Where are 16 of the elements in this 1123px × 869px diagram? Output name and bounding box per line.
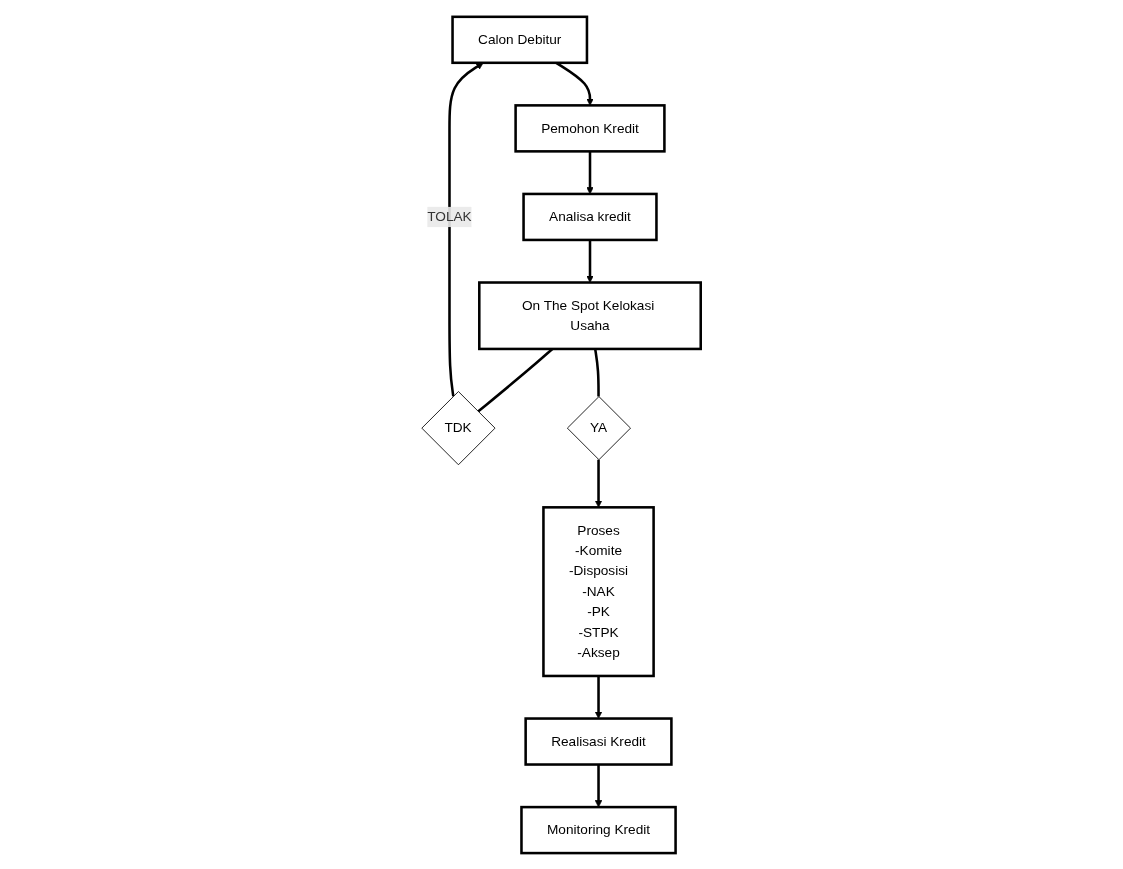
edge-label: TOLAK	[427, 208, 472, 224]
arrow	[586, 150, 594, 194]
node-box: Pemohon Kredit	[514, 103, 666, 153]
arrow	[448, 62, 484, 396]
node-box: Realisasi Kredit	[524, 716, 673, 766]
node-box: Calon Debitur	[451, 15, 589, 64]
node-box: Monitoring Kredit	[520, 805, 678, 854]
node-box: Proses -Komite -Disposisi -NAK -PK -STPK -Aksep	[542, 505, 656, 677]
node-diamond: YA	[567, 395, 632, 460]
node-diamond: TDK	[421, 390, 496, 465]
node-box: Analisa kredit	[522, 192, 658, 241]
arrow	[595, 675, 603, 719]
arrow	[586, 239, 594, 283]
arrow	[595, 764, 603, 807]
connector	[594, 348, 601, 397]
node-box: On The Spot Kelokasi Usaha	[478, 280, 703, 350]
